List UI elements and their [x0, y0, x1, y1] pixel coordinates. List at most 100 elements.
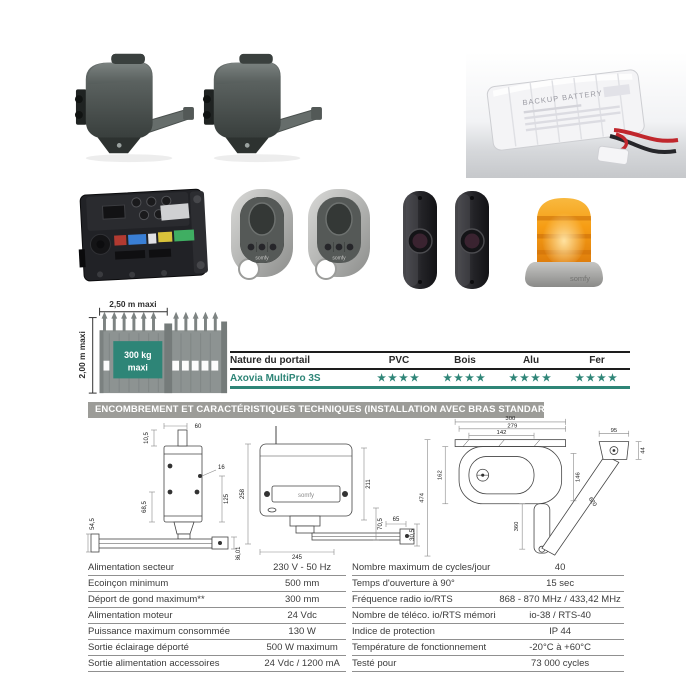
spec-label: Nombre maximum de cycles/jour	[352, 562, 491, 573]
spec-value: -20°C à +60°C	[529, 642, 591, 653]
compat-header-alu: Alu	[522, 355, 540, 366]
motor-photo-1	[74, 53, 194, 163]
brand-logo-text: somfy	[255, 256, 269, 262]
backup-battery-photo: BACKUP BATTERY	[466, 52, 686, 178]
gate-size-diagram: 2,50 m maxi 2,00 m maxi	[78, 299, 228, 394]
spec-value: 868 - 870 MHz / 433,42 MHz	[499, 594, 621, 605]
gate-width-label: 2,50 m maxi	[109, 299, 156, 309]
spec-row: Puissance maximum consommée 130 W	[88, 624, 346, 640]
spec-value: 130 W	[288, 626, 316, 637]
spec-row: Alimentation moteur 24 Vdc	[88, 608, 346, 624]
dim-label: 245	[292, 555, 303, 560]
dim-label: 70,5	[378, 518, 384, 530]
dim-label: 300	[505, 416, 516, 422]
dim-label: 474	[420, 492, 426, 503]
spec-value: io-38 / RTS-40	[529, 610, 591, 621]
spec-row: Température de fonctionnement -20°C à +6…	[352, 640, 624, 656]
dim-label: 258	[240, 488, 246, 499]
spec-row: Sortie éclairage déporté 500 W maximum	[88, 640, 346, 656]
section-header: ENCOMBREMENT ET CARACTÉRISTIQUES TECHNIQ…	[88, 402, 561, 418]
star-rating-fer: ★★★★	[575, 372, 619, 384]
dim-label: 54,5	[90, 518, 96, 530]
spec-row: Nombre de téléco. io/RTS mémorisables io…	[352, 608, 624, 624]
spec-label: Testé pour	[352, 658, 397, 669]
spec-label: Déport de gond maximum**	[88, 594, 205, 605]
spec-label: Alimentation moteur	[88, 610, 173, 621]
warning-light-photo: somfy	[525, 198, 603, 287]
spec-value: 40	[554, 562, 566, 573]
spec-row: Déport de gond maximum** 300 mm	[88, 592, 346, 608]
spec-label: Ecoinçon minimum	[88, 578, 169, 589]
compat-header-row: Nature du portail PVC Bois Alu Fer	[230, 351, 630, 370]
spec-row: Fréquence radio io/RTS 868 - 870 MHz / 4…	[352, 592, 624, 608]
compat-header-bois: Bois	[454, 355, 476, 366]
compat-header-nature: Nature du portail	[230, 355, 311, 366]
spec-value: 24 Vdc / 1200 mA	[264, 658, 340, 669]
spec-label: Sortie éclairage déporté	[88, 642, 189, 653]
gate-weight-line1: 300 kg	[124, 350, 151, 360]
photocell-photo-1	[403, 191, 437, 289]
spec-row: Ecoinçon minimum 500 mm	[88, 576, 346, 592]
drawing-side-view: 60 10,5 16 125 68,5 54,5 36,01	[86, 423, 242, 560]
gate-height-label: 2,00 m maxi	[78, 331, 87, 378]
compatibility-table: Nature du portail PVC Bois Alu Fer Axovi…	[230, 351, 630, 389]
motor-photo-2	[202, 53, 322, 163]
dim-label: 44	[641, 447, 647, 454]
spec-label: Fréquence radio io/RTS	[352, 594, 453, 605]
dim-label: 30,5	[410, 529, 416, 541]
spec-label: Sortie alimentation accessoires	[88, 658, 220, 669]
dim-label: 60	[195, 424, 202, 430]
spec-row: Alimentation secteur 230 V - 50 Hz	[88, 560, 346, 576]
spec-value: 500 W maximum	[266, 642, 338, 653]
dim-label: 146	[575, 471, 581, 482]
dim-label: 68,5	[142, 501, 148, 513]
spec-label: Alimentation secteur	[88, 562, 175, 573]
spec-label: Température de fonctionnement	[352, 642, 487, 653]
dim-label: 125	[224, 493, 230, 504]
photocell-photo-2	[455, 191, 489, 289]
spec-label: Indice de protection	[352, 626, 435, 637]
dim-label: 95	[611, 428, 618, 434]
spec-row: Sortie alimentation accessoires 24 Vdc /…	[88, 656, 346, 672]
dim-label: 360	[514, 521, 520, 532]
dim-label: 279	[507, 423, 517, 429]
drawing-front-view: somfy 258 211 70,5 245 65 30,5	[240, 426, 420, 560]
star-rating-bois: ★★★★	[443, 372, 487, 384]
spec-value: 230 V - 50 Hz	[273, 562, 332, 573]
dim-label: 162	[437, 470, 443, 480]
spec-row: Temps d'ouverture à 90° 15 sec	[352, 576, 624, 592]
star-rating-alu: ★★★★	[509, 372, 553, 384]
product-name: Axovia MultiPro 3S	[230, 372, 321, 384]
compat-product-row: Axovia MultiPro 3S ★★★★ ★★★★ ★★★★ ★★★★	[230, 370, 630, 389]
spec-row: Testé pour 73 000 cycles	[352, 656, 624, 672]
spec-value: 500 mm	[284, 578, 320, 589]
compat-header-fer: Fer	[589, 355, 605, 366]
gate-weight-badge: 300 kg maxi	[113, 341, 163, 379]
spec-value: 24 Vdc	[287, 610, 317, 621]
control-board-photo	[78, 188, 208, 282]
dim-label: 620	[587, 496, 598, 508]
spec-label: Nombre de téléco. io/RTS mémorisables	[352, 610, 496, 621]
spec-label: Puissance maximum consommée	[88, 626, 231, 637]
dim-label: 142	[497, 430, 507, 436]
dim-label: 65	[393, 517, 400, 523]
brand-logo-text: somfy	[570, 274, 590, 283]
spec-value: 73 000 cycles	[531, 658, 590, 669]
remote-control-photo-1: somfy	[231, 189, 293, 280]
dim-label: 16	[218, 465, 225, 471]
dim-label: 211	[366, 479, 372, 489]
spec-label: Temps d'ouverture à 90°	[352, 578, 455, 589]
drawing-top-view: 300 279 142 162 146 474 360 95 44 620	[420, 416, 647, 557]
compat-header-pvc: PVC	[388, 355, 410, 366]
spec-row: Nombre maximum de cycles/jour 40	[352, 560, 624, 576]
spec-value: 15 sec	[546, 578, 575, 589]
dim-label: 36,01	[236, 546, 242, 560]
specs-table-right: Nombre maximum de cycles/jour 40 Temps d…	[352, 560, 624, 672]
gate-weight-line2: maxi	[128, 363, 148, 373]
remote-control-photo-2: somfy	[308, 189, 370, 280]
brand-logo-text: somfy	[298, 493, 314, 499]
specs-table-left: Alimentation secteur 230 V - 50 Hz Ecoin…	[88, 560, 346, 672]
brand-logo-text: somfy	[332, 256, 346, 262]
spec-value: IP 44	[549, 626, 572, 637]
